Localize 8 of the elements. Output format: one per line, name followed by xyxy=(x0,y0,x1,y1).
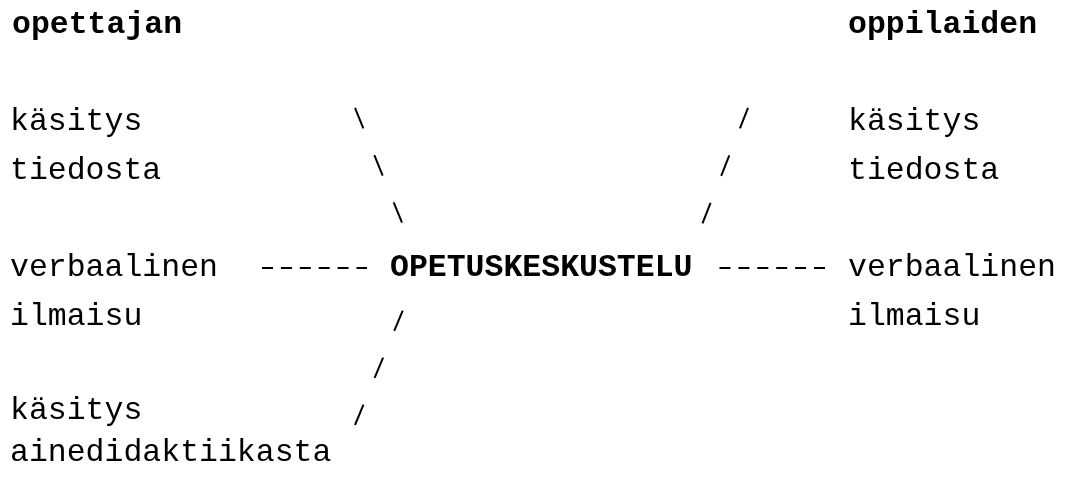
node-text: verbaalinen ilmaisu xyxy=(10,249,219,336)
node-text: käsitys tiedosta xyxy=(10,103,163,190)
node-text: käsitys ainedidaktiikasta xyxy=(10,392,333,472)
node-text: OPETUSKESKUSTELU xyxy=(390,249,694,287)
column-heading: opettajan xyxy=(12,7,183,43)
node-text: verbaalinen ilmaisu xyxy=(848,249,1057,336)
column-heading: oppilaiden xyxy=(848,7,1038,43)
node-text: käsitys tiedosta xyxy=(848,103,1001,190)
